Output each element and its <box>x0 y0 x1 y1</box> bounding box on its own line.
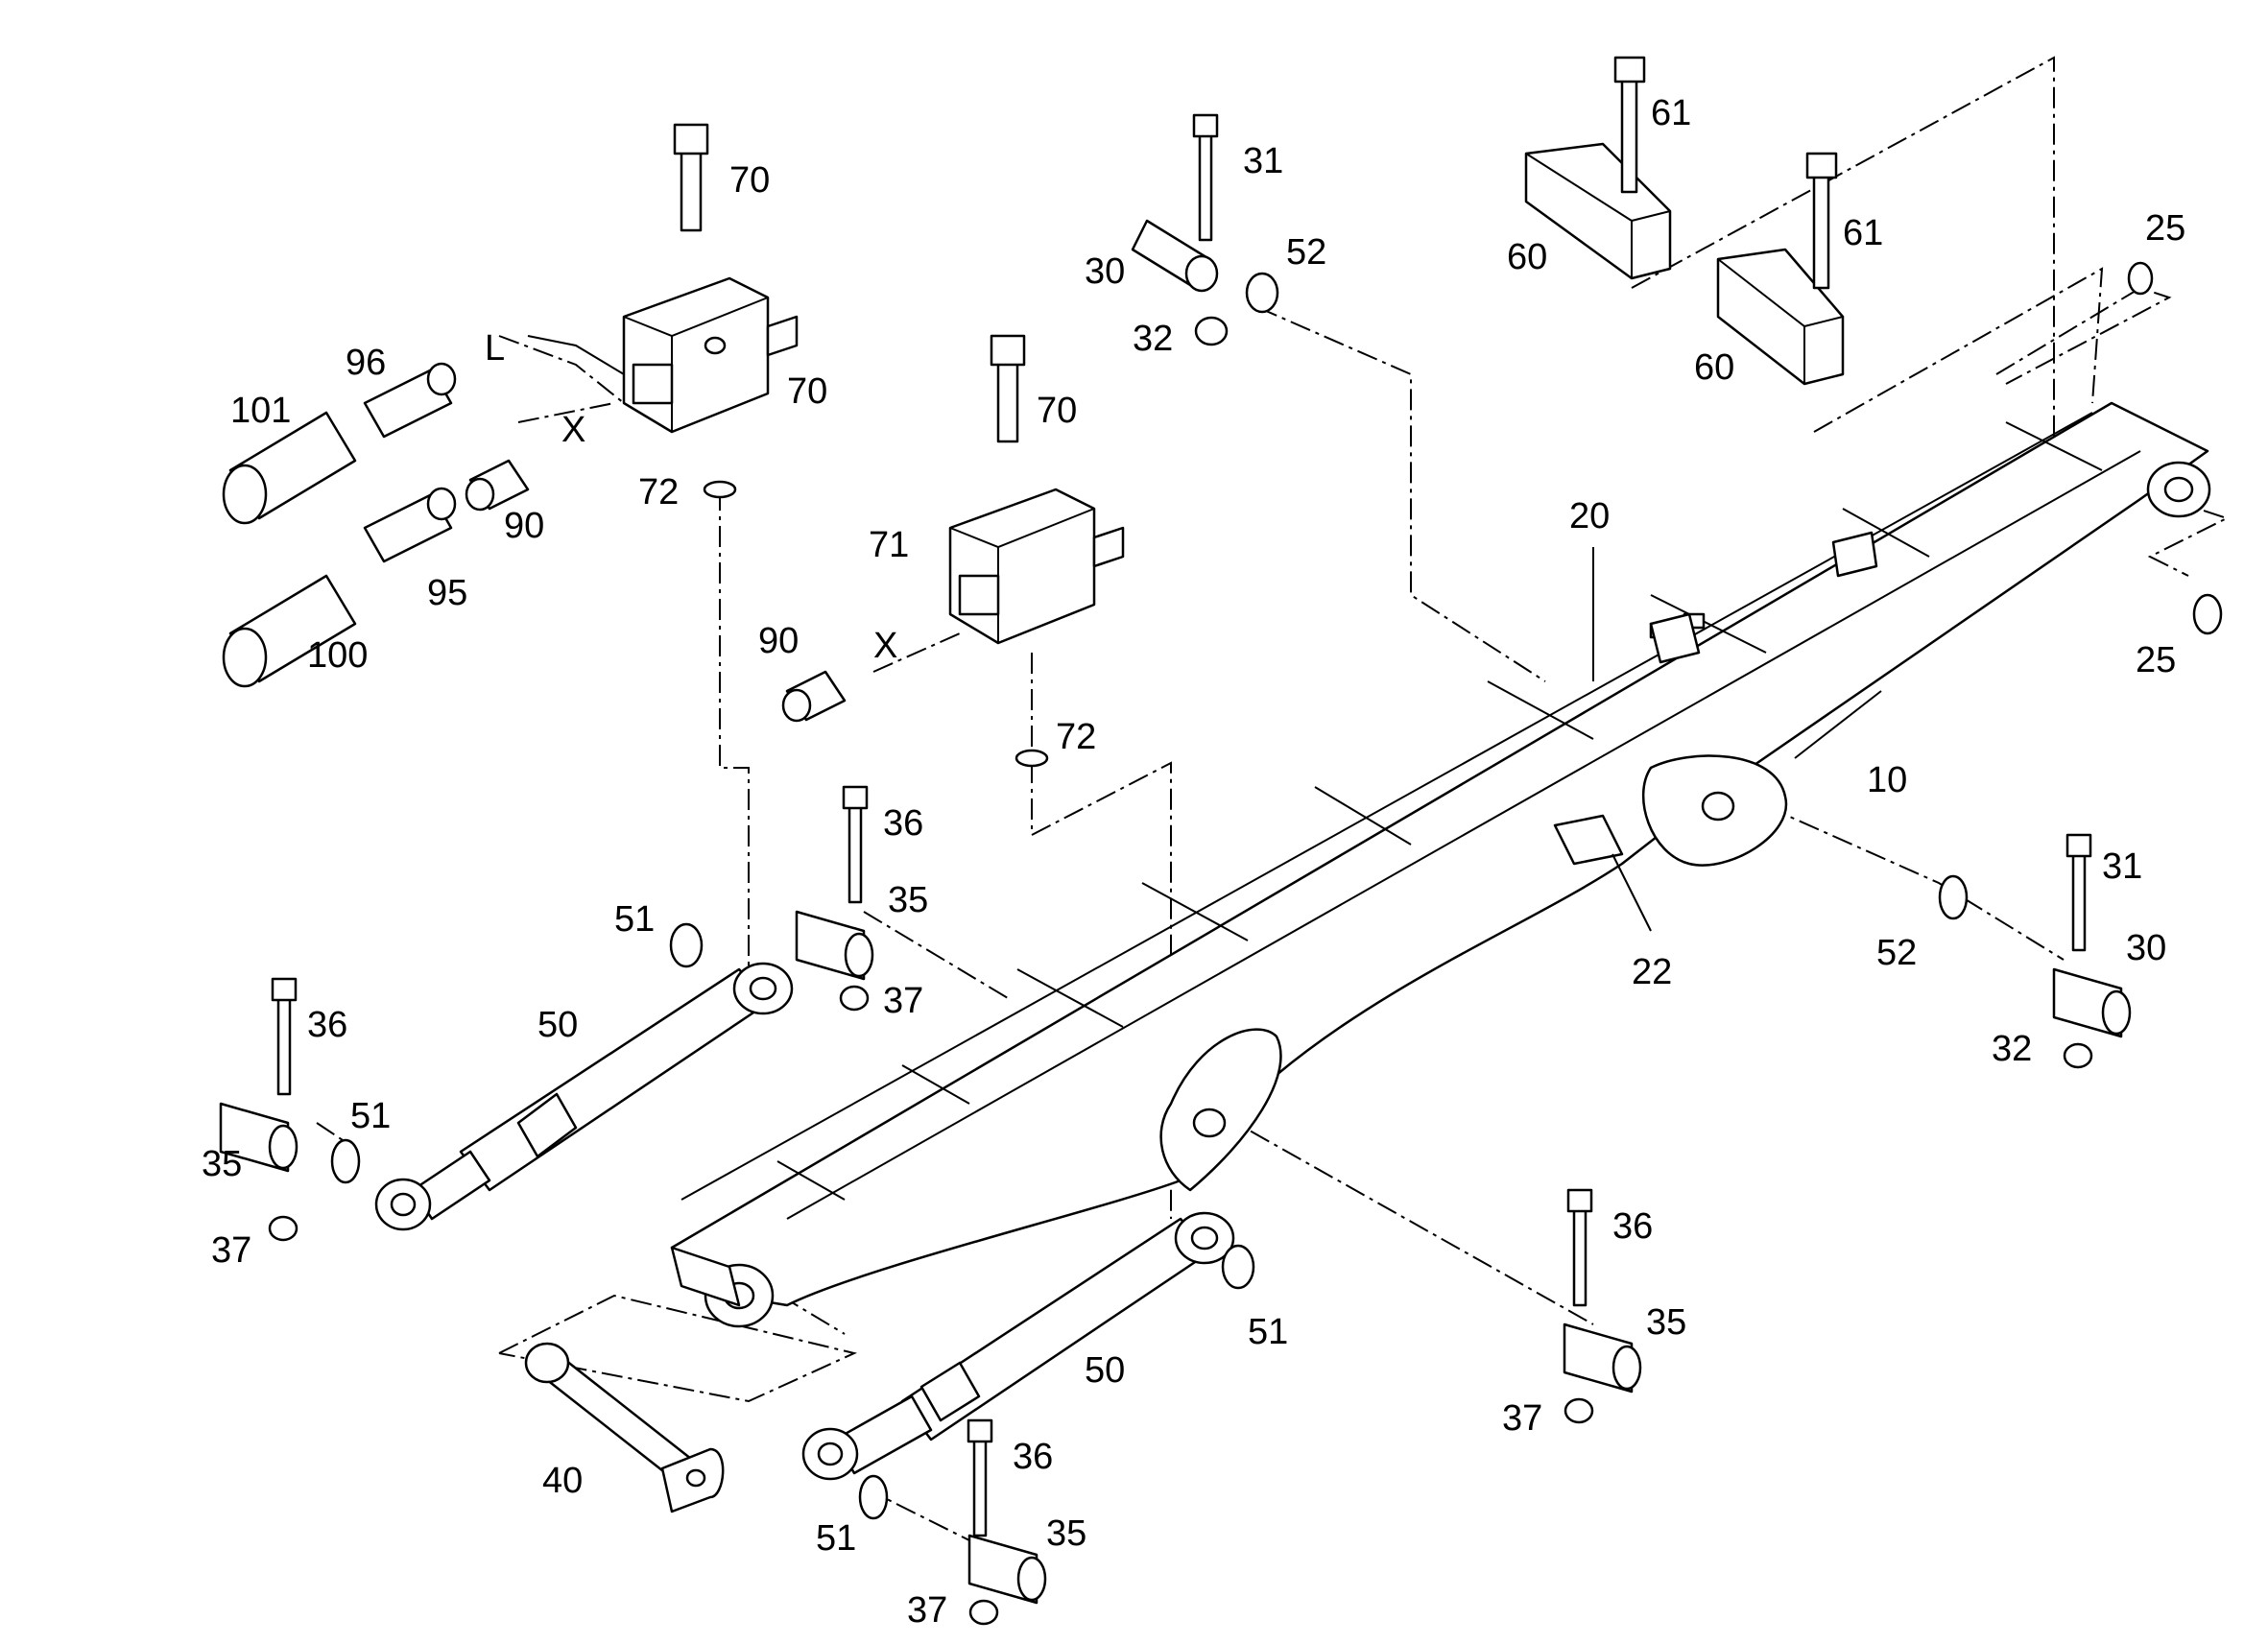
callout-96: 96 <box>346 343 386 383</box>
callout-71: 71 <box>869 525 909 565</box>
boom-foot-side <box>670 1246 741 1307</box>
callout-70b: 70 <box>787 371 827 412</box>
small-parts <box>219 113 2223 1626</box>
callout-52b: 52 <box>1876 933 1917 973</box>
callout-25a: 25 <box>2145 208 2185 249</box>
callout-l: L <box>485 328 505 369</box>
callout-30b: 30 <box>2126 928 2166 968</box>
callout-37d: 37 <box>907 1590 947 1631</box>
callout-37b: 37 <box>211 1230 251 1271</box>
valve-block-upper <box>622 123 799 434</box>
callout-100: 100 <box>307 635 368 676</box>
callout-37a: 37 <box>883 981 923 1021</box>
callout-70c: 70 <box>1037 391 1077 431</box>
clamp-plates <box>1524 56 1845 386</box>
callout-90a: 90 <box>504 506 544 546</box>
fittings <box>222 362 847 723</box>
callout-36a: 36 <box>883 803 923 844</box>
callout-36d: 36 <box>1013 1437 1053 1477</box>
leader-lines <box>527 335 1882 932</box>
callout-60b: 60 <box>1694 347 1734 388</box>
callout-35c: 35 <box>1646 1302 1686 1343</box>
boom-top-edge-2 <box>786 450 2141 1220</box>
callout-x-lower: X <box>873 626 897 666</box>
callout-32b: 32 <box>1992 1029 2032 1069</box>
callout-10: 10 <box>1867 760 1907 800</box>
callout-60a: 60 <box>1507 237 1547 277</box>
callout-36b: 36 <box>307 1005 347 1045</box>
callout-72a: 72 <box>638 472 679 512</box>
callout-x-upper: X <box>561 410 585 450</box>
callout-61a: 61 <box>1651 93 1691 133</box>
cylinder-bracket-lower-bore <box>1192 1108 1227 1138</box>
callout-25b: 25 <box>2136 640 2176 680</box>
callout-30a: 30 <box>1085 251 1125 292</box>
callout-35b: 35 <box>202 1144 242 1184</box>
callout-35d: 35 <box>1046 1513 1086 1554</box>
boom-cylinder-lower <box>801 1211 1235 1481</box>
cylinder-bracket-bore <box>1701 791 1735 822</box>
callout-72b: 72 <box>1056 717 1096 757</box>
pin-40 <box>524 1342 725 1513</box>
callout-51c: 51 <box>1248 1312 1288 1352</box>
boom <box>670 401 2211 1328</box>
callout-95: 95 <box>427 573 467 613</box>
callout-40: 40 <box>542 1461 583 1501</box>
valve-block-lower <box>948 334 1125 645</box>
callout-70a: 70 <box>729 160 770 201</box>
callout-37c: 37 <box>1502 1398 1542 1439</box>
cylinder-bracket-lower <box>1159 1028 1282 1192</box>
callout-52a: 52 <box>1286 232 1326 273</box>
callout-61b: 61 <box>1843 213 1883 253</box>
callout-31b: 31 <box>2102 846 2142 887</box>
callout-35a: 35 <box>888 880 928 920</box>
boom-tip-bore <box>2163 476 2194 503</box>
callout-36c: 36 <box>1612 1206 1653 1247</box>
callout-20: 20 <box>1569 496 1610 536</box>
callout-51d: 51 <box>816 1518 856 1559</box>
callout-101: 101 <box>230 391 291 431</box>
support-plate-22 <box>1553 814 1624 866</box>
callout-32a: 32 <box>1133 319 1173 359</box>
callout-50b: 50 <box>1085 1350 1125 1391</box>
callout-51b: 51 <box>350 1096 391 1136</box>
callout-31a: 31 <box>1243 141 1283 181</box>
callout-90b: 90 <box>758 621 799 661</box>
callout-labels: 70 70 70 96 101 L X 90 72 95 100 71 90 X… <box>202 93 2185 1631</box>
hose-clamps <box>776 421 2103 1201</box>
assembly-lines <box>316 56 2230 1546</box>
callout-22: 22 <box>1632 952 1672 992</box>
boom-cylinder-upper <box>374 962 794 1231</box>
callout-50a: 50 <box>537 1005 578 1045</box>
callout-51a: 51 <box>614 899 655 940</box>
